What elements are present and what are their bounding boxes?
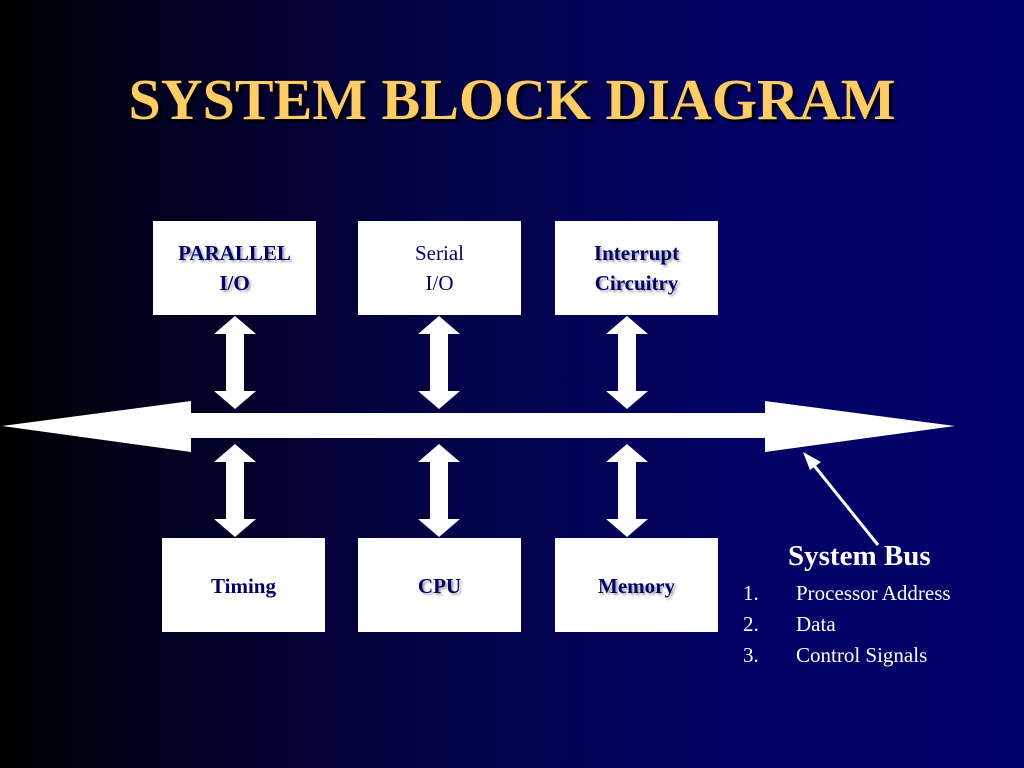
slide-title: SYSTEM BLOCK DIAGRAM [128,67,896,132]
block-label-line: Memory [598,574,675,598]
bus-link-arrow-memory [606,444,648,537]
system-bus-arrow [2,401,955,452]
system-bus-callout-arrowhead [803,452,821,470]
block-label-line: CPU [417,574,462,598]
bus-link-arrow-interrupt-circuitry [606,316,648,409]
system-bus-callout-arrow-line [806,457,880,546]
block-label-line: Circuitry [594,271,679,295]
bus-link-arrow-timing [214,444,256,537]
block-memory: Memory [555,538,718,632]
block-parallel-io: PARALLEL I/O [153,221,316,315]
block-label-line: I/O [425,271,454,295]
bus-link-arrow-serial-io [418,316,460,409]
list-number: 1. [743,581,759,605]
system-bus-label: System Bus [788,540,931,572]
list-number: 3. [743,643,759,667]
block-cpu: CPU [358,538,521,632]
block-interrupt-circuitry: Interrupt Circuitry [555,221,718,315]
block-timing: Timing [162,538,325,632]
list-text: Processor Address [796,581,951,605]
bus-link-arrow-cpu [418,444,460,537]
block-serial-io: Serial I/O [358,221,521,315]
list-text: Control Signals [796,643,928,667]
block-label-line: Serial [415,241,464,265]
block-label-line: PARALLEL [178,241,291,265]
list-number: 2. [743,612,759,636]
bus-link-arrow-parallel-io [214,316,256,409]
block-label-line: Interrupt [593,241,680,265]
block-label-line: I/O [219,271,250,295]
list-text: Data [796,612,836,636]
block-label-line: Timing [211,574,276,598]
